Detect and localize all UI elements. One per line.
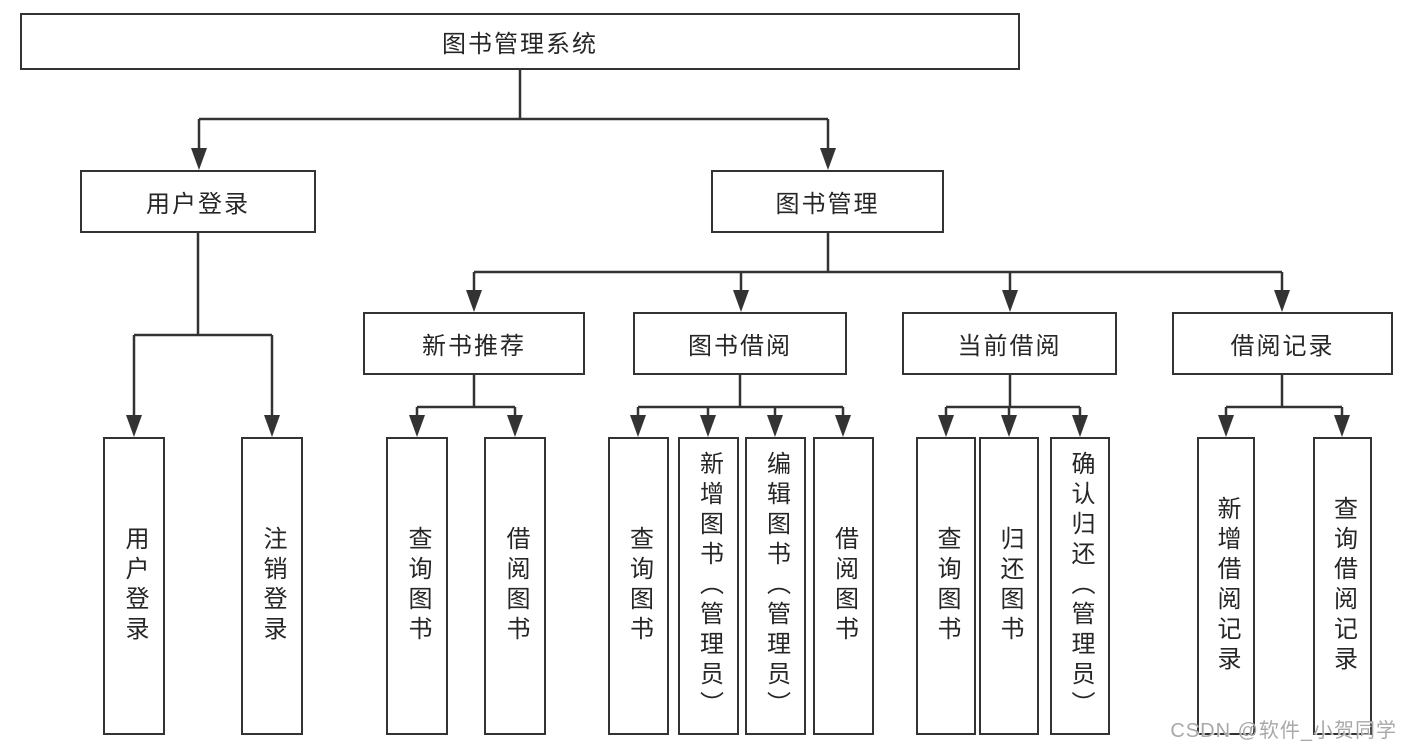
leaf-query-books-borrow: 查询图书 — [608, 437, 669, 735]
leaf-add-borrow-record: 新增借阅记录 — [1197, 437, 1255, 735]
leaf-confirm-return-admin: 确认归还（管理员） — [1050, 437, 1110, 735]
node-current-borrow: 当前借阅 — [902, 312, 1117, 375]
node-book-management: 图书管理 — [711, 170, 944, 233]
leaf-query-books-current: 查询图书 — [916, 437, 976, 735]
node-book-borrow: 图书借阅 — [633, 312, 847, 375]
leaf-query-borrow-record: 查询借阅记录 — [1313, 437, 1372, 735]
node-user-login: 用户登录 — [80, 170, 316, 233]
node-root: 图书管理系统 — [20, 13, 1020, 70]
arrowhead-icons — [126, 148, 1350, 437]
watermark-text: CSDN @软件_小贺同学 — [1170, 720, 1397, 742]
leaf-add-book-admin: 新增图书（管理员） — [678, 437, 739, 735]
node-borrow-records: 借阅记录 — [1172, 312, 1393, 375]
node-new-book-recommend: 新书推荐 — [363, 312, 585, 375]
leaf-edit-book-admin: 编辑图书（管理员） — [745, 437, 806, 735]
leaf-return-book: 归还图书 — [979, 437, 1039, 735]
leaf-logout: 注销登录 — [241, 437, 303, 735]
leaf-borrow-books: 借阅图书 — [813, 437, 874, 735]
leaf-borrow-books-recommend: 借阅图书 — [484, 437, 546, 735]
leaf-user-login: 用户登录 — [103, 437, 165, 735]
leaf-query-books-recommend: 查询图书 — [386, 437, 448, 735]
